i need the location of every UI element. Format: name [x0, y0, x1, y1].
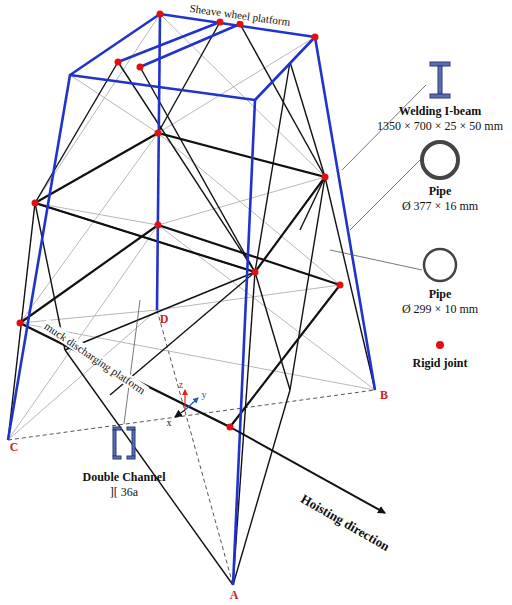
rigid-joint-dot — [17, 11, 344, 431]
member-size: ][ 36a — [110, 486, 138, 499]
axis-name: z — [179, 379, 183, 390]
axis-triad — [175, 390, 198, 417]
legend-text: Rigid joint — [412, 357, 467, 370]
member-size: 1350 × 700 × 25 × 50 mm — [377, 120, 503, 133]
direction-label: Hoisting direction — [296, 491, 393, 555]
member-type: Pipe — [429, 185, 452, 198]
axis-name: x — [167, 417, 172, 428]
member-type: Double Channel — [82, 471, 165, 484]
double-channel-symbol — [113, 427, 135, 459]
member-type: Pipe — [429, 288, 452, 301]
support-point: D — [160, 313, 169, 326]
rigid-joint-dot — [436, 341, 444, 349]
support-point: C — [10, 441, 19, 454]
ground-line — [8, 310, 375, 585]
member-size: Ø 299 × 10 mm — [402, 303, 478, 316]
i-beam-symbol — [430, 62, 450, 98]
support-point: B — [380, 389, 388, 402]
axis-name: y — [202, 389, 207, 400]
member-size: Ø 377 × 16 mm — [402, 200, 478, 213]
support-point: A — [230, 589, 239, 602]
secondary-brace — [8, 14, 375, 440]
member-type: Welding I-beam — [399, 105, 481, 118]
leader-line — [124, 85, 426, 424]
platform-beam — [20, 133, 340, 427]
